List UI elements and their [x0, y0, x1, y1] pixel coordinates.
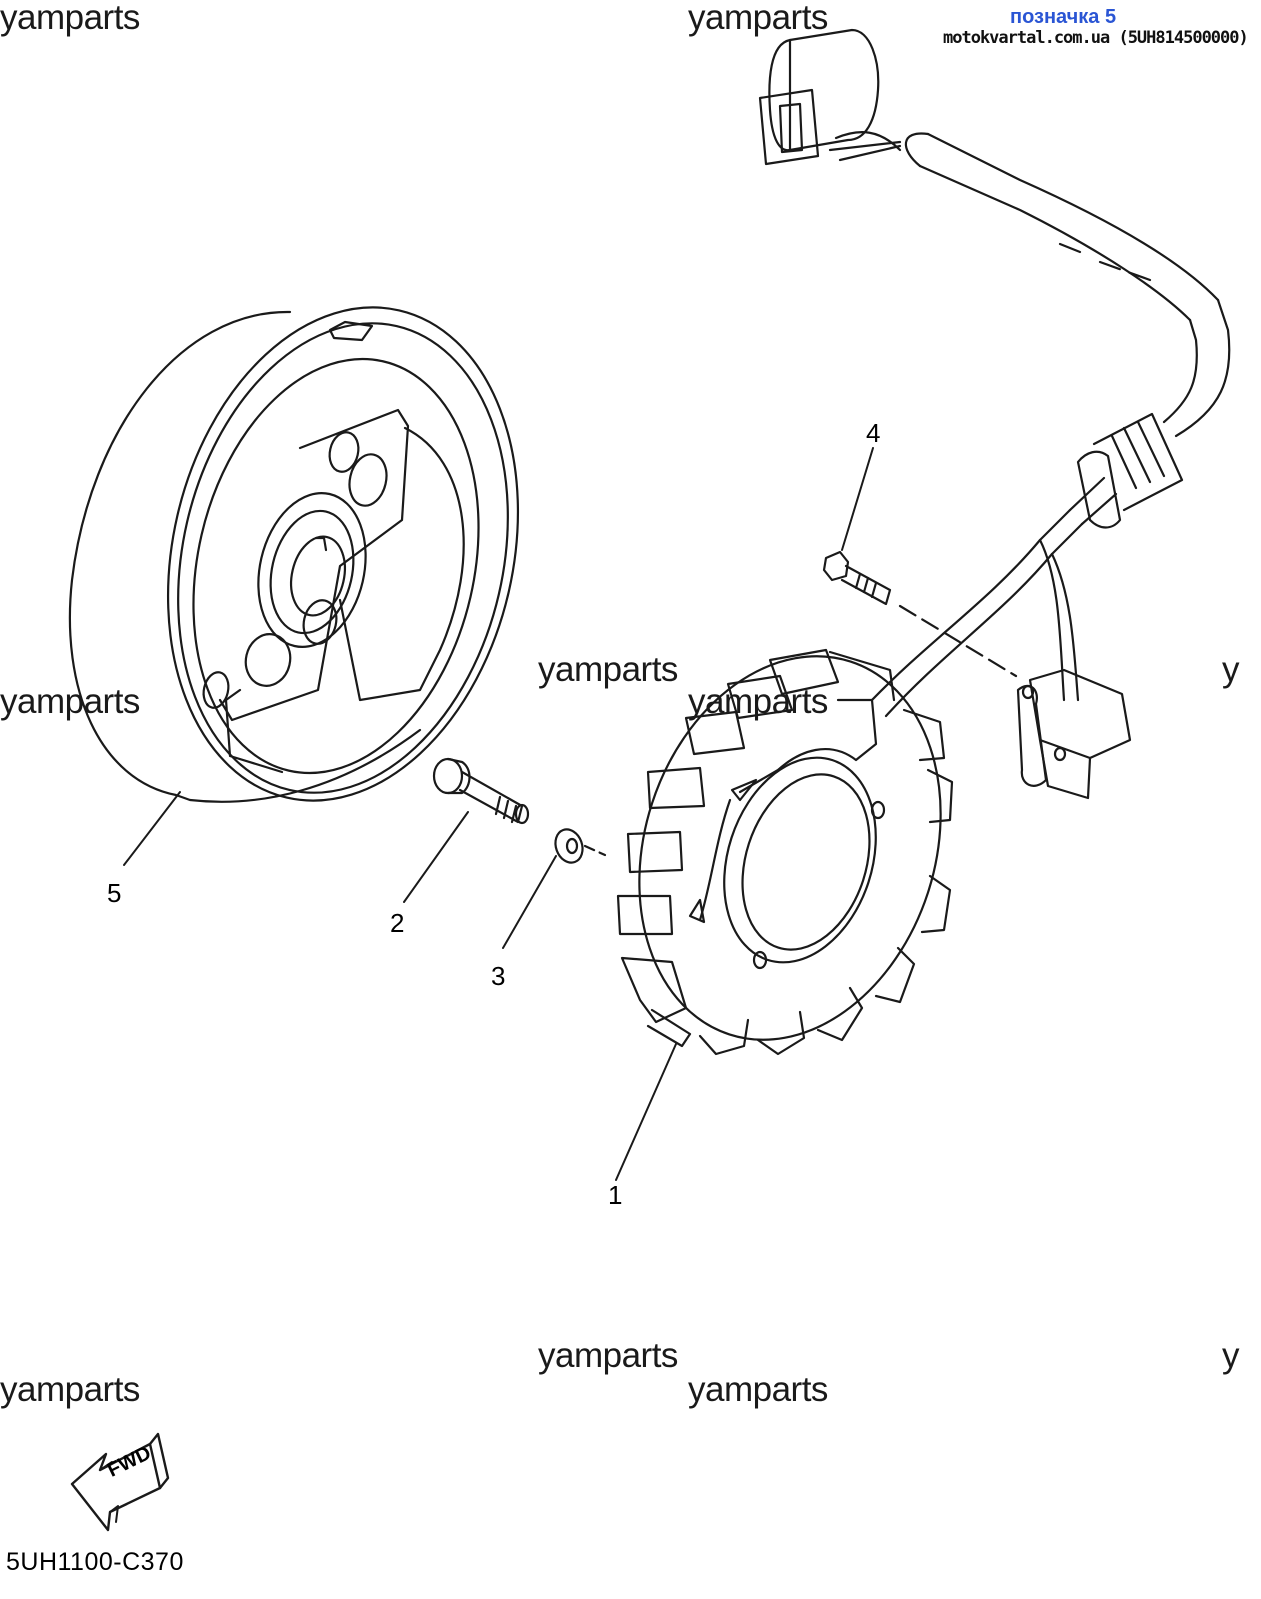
- wire-harness: [758, 28, 1231, 800]
- washer-3: [502, 828, 607, 949]
- watermark-partial: y: [1222, 1336, 1240, 1375]
- ref-source: motokvartal.com.ua (5UH814500000): [943, 28, 1249, 48]
- watermark: yamparts: [538, 1336, 678, 1375]
- watermark: yamparts: [688, 1370, 828, 1409]
- bolt-2: [403, 757, 530, 903]
- watermark: yamparts: [688, 0, 828, 37]
- watermark: yamparts: [0, 1370, 140, 1409]
- diagram-code: 5UH1100-C370: [6, 1548, 184, 1576]
- fwd-arrow-graphic: [70, 1432, 170, 1532]
- watermark: yamparts: [688, 682, 828, 721]
- watermark: yamparts: [0, 0, 140, 37]
- flywheel-rotor: [68, 306, 520, 866]
- watermark: yamparts: [0, 682, 140, 721]
- callout-2: 2: [390, 908, 405, 938]
- callout-1: 1: [608, 1180, 623, 1210]
- watermark-partial: y: [1222, 650, 1240, 689]
- callout-3: 3: [491, 961, 506, 991]
- watermark: yamparts: [538, 650, 678, 689]
- ref-label: позначка 5: [1010, 6, 1117, 28]
- callout-4: 4: [866, 418, 881, 448]
- callout-5: 5: [107, 878, 122, 908]
- screw-4: [822, 447, 1018, 678]
- stator-assembly: [615, 648, 954, 1181]
